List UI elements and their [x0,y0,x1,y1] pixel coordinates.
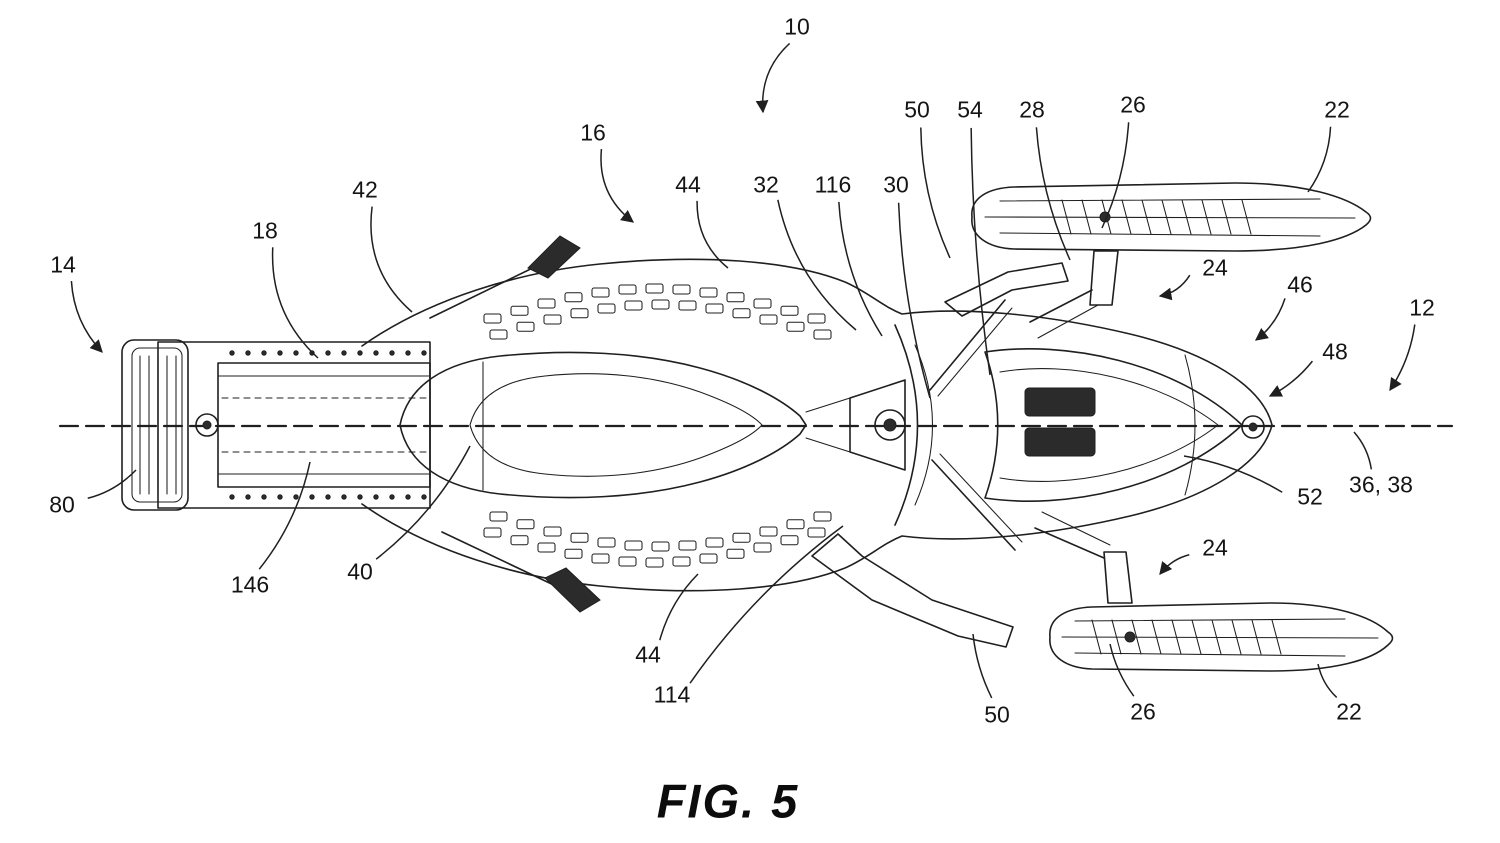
ref-label-14: 14 [50,251,76,278]
front-bumper [1241,415,1265,439]
ref-label-54: 54 [957,96,983,123]
ref-label-50: 50 [904,96,930,123]
ref-label-40: 40 [347,558,373,585]
engine-intake [1024,387,1096,417]
figure-caption: FIG. 5 [656,774,800,828]
seat [399,351,851,499]
ref-label-30: 30 [883,171,909,198]
running-board-top-treads [483,283,832,340]
ref-label-42: 42 [352,176,378,203]
ref-label-52: 52 [1297,483,1323,510]
body-outline [361,258,1273,592]
ref-label-116: 116 [814,171,852,198]
ref-label-146: 146 [230,571,270,598]
bottom-ski-mount-bolt [1124,631,1136,643]
ref-label-36-38: 36, 38 [1349,471,1413,498]
running-board-bottom-treads [483,511,832,568]
ref-label-10: 10 [784,13,810,40]
front-suspension [811,250,1133,648]
hood [984,348,1243,502]
ref-label-22: 22 [1324,96,1350,123]
top-ski [971,182,1372,252]
ref-label-16: 16 [580,119,606,146]
ref-label-18: 18 [252,217,278,244]
ref-label-44: 44 [635,641,661,668]
tunnel-rivets [229,350,427,500]
cockpit-console [849,299,1023,551]
leader-lines [70,42,1416,699]
ref-label-28: 28 [1019,96,1045,123]
rear-grab-handles [429,235,601,613]
track-tunnel [157,341,431,509]
ref-label-26: 26 [1120,91,1146,118]
ref-label-22: 22 [1336,698,1362,725]
rear-axle [195,413,219,437]
ref-label-26: 26 [1130,698,1156,725]
bottom-ski [1049,602,1394,672]
ref-label-114: 114 [653,681,691,708]
ref-label-24: 24 [1202,534,1228,561]
ref-label-48: 48 [1322,338,1348,365]
ref-label-80: 80 [49,491,75,518]
ref-label-32: 32 [753,171,779,198]
ref-label-24: 24 [1202,254,1228,281]
ref-label-12: 12 [1409,294,1435,321]
bottom-ski-treads [1091,619,1282,655]
ref-label-50: 50 [984,701,1010,728]
top-ski-treads [1061,199,1252,235]
ref-label-44: 44 [675,171,701,198]
ref-label-46: 46 [1287,271,1313,298]
